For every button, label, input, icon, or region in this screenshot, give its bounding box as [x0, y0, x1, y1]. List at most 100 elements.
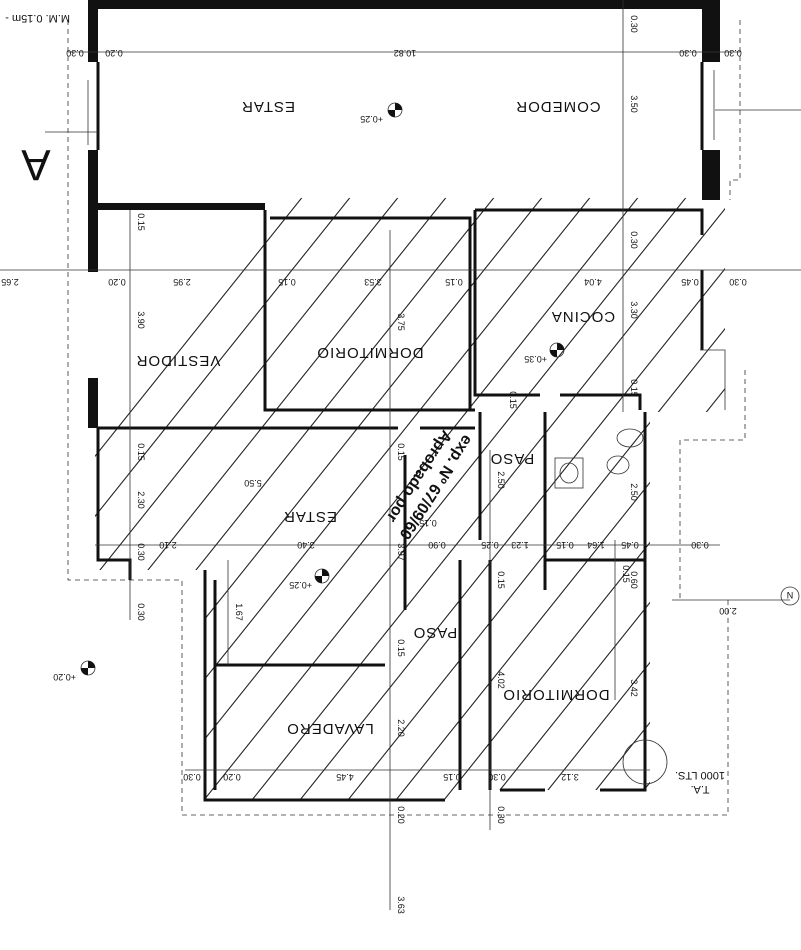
room-label-comedor: COMEDOR — [515, 98, 600, 115]
svg-text:3.75: 3.75 — [396, 313, 406, 331]
svg-text:4.45: 4.45 — [336, 772, 354, 782]
hatch-line — [95, 198, 461, 800]
exterior-walls — [88, 0, 720, 428]
svg-text:0.15: 0.15 — [396, 443, 406, 461]
level-marker-estar-mid: +0.25 — [289, 568, 330, 590]
hatch-line — [659, 198, 725, 800]
room-label-estar-mid: ESTAR — [283, 508, 337, 525]
dimension-lines — [0, 0, 801, 910]
svg-text:0.20: 0.20 — [223, 772, 241, 782]
svg-text:2.20: 2.20 — [396, 719, 406, 737]
hatch-line — [707, 198, 725, 800]
hatch-line — [95, 198, 605, 800]
svg-text:+0.25: +0.25 — [360, 114, 383, 124]
svg-text:1.23: 1.23 — [511, 540, 529, 550]
svg-text:0.15: 0.15 — [496, 571, 506, 589]
svg-text:2.65: 2.65 — [1, 277, 19, 287]
dims-top-row: 0.30 0.20 10.82 0.30 0.30 — [66, 48, 742, 58]
svg-text:0.30: 0.30 — [724, 48, 742, 58]
dims-bottom-vertical: 0.20 0.30 3.63 — [396, 806, 506, 914]
hatch-line — [95, 198, 653, 800]
interior-walls — [87, 62, 726, 802]
svg-text:1.67: 1.67 — [234, 603, 244, 621]
svg-text:3.97: 3.97 — [396, 543, 406, 561]
svg-text:1000 LTS.: 1000 LTS. — [675, 769, 725, 781]
svg-text:0.30: 0.30 — [629, 15, 639, 33]
svg-text:0.15: 0.15 — [445, 277, 463, 287]
level-marker-cocina: +0.35 — [524, 342, 565, 364]
svg-text:0.45: 0.45 — [621, 540, 639, 550]
hatch-line — [611, 198, 725, 800]
dims-top-vertical: 0.30 3.50 0.30 — [629, 15, 639, 249]
hatch-line — [131, 198, 725, 800]
svg-text:N: N — [787, 590, 794, 600]
dim-right-offset: 2.00 — [719, 606, 737, 616]
svg-text:0.15: 0.15 — [508, 391, 518, 409]
svg-text:0.30: 0.30 — [136, 603, 146, 621]
svg-text:0.15: 0.15 — [136, 443, 146, 461]
svg-text:0.90: 0.90 — [428, 540, 446, 550]
level-marker-exterior: +0.20 — [53, 660, 96, 682]
room-label-paso-2: PASO — [413, 624, 458, 641]
svg-text:0.15: 0.15 — [443, 772, 461, 782]
svg-text:0.15: 0.15 — [556, 540, 574, 550]
svg-text:0.30: 0.30 — [183, 772, 201, 782]
hatch-line — [95, 198, 725, 800]
dims-middle-vertical: 0.15 3.90 3.75 3.30 0.15 — [136, 213, 639, 397]
svg-text:0.15: 0.15 — [629, 379, 639, 397]
svg-text:2.95: 2.95 — [173, 277, 191, 287]
dims-middle-row: 2.65 0.20 2.95 0.15 3.53 0.15 4.04 0.45 … — [1, 277, 747, 287]
hatch-line — [95, 198, 725, 800]
room-label-lavadero: LAVADERO — [286, 720, 373, 737]
room-label-cocina: COCINA — [551, 308, 615, 325]
svg-text:0.45: 0.45 — [681, 277, 699, 287]
svg-text:0.30: 0.30 — [629, 231, 639, 249]
svg-text:2.50: 2.50 — [496, 471, 506, 489]
svg-text:3.63: 3.63 — [396, 896, 406, 914]
dims-lower-vertical: 3.97 1.67 0.15 0.15 2.50 2.50 0.15 0.15 … — [234, 391, 639, 737]
hatch-line — [275, 198, 725, 800]
dims-bottom-row: 0.30 0.20 4.45 0.15 0.30 3.12 — [183, 772, 579, 782]
svg-text:0.20: 0.20 — [105, 48, 123, 58]
room-label-estar-top: ESTAR — [241, 98, 295, 115]
room-label-dormitorio-2: DORMITORIO — [502, 686, 609, 703]
hatch-line — [95, 198, 701, 800]
room-label-paso-1: PASO — [490, 450, 535, 467]
room-label-vestidor: VESTIDOR — [136, 352, 221, 369]
svg-text:1.64: 1.64 — [587, 540, 605, 550]
hatch-line — [563, 198, 725, 800]
svg-text:0.30: 0.30 — [136, 543, 146, 561]
svg-text:0.15: 0.15 — [621, 565, 631, 583]
svg-text:0.20: 0.20 — [396, 806, 406, 824]
svg-text:0.15: 0.15 — [278, 277, 296, 287]
property-outline — [67, 20, 746, 816]
hatch-line — [95, 198, 509, 800]
north-arrow: N — [780, 586, 800, 606]
section-mark: A — [21, 140, 51, 189]
bathroom-fixtures — [554, 428, 668, 785]
scale-note: M.M. 0.15m - — [5, 12, 70, 24]
svg-text:+0.25: +0.25 — [289, 580, 312, 590]
svg-text:3.30: 3.30 — [629, 301, 639, 319]
svg-text:2.50: 2.50 — [629, 483, 639, 501]
svg-text:0.30: 0.30 — [679, 48, 697, 58]
dims-estar-vertical: 0.15 2.30 0.30 0.30 0.15 — [136, 443, 406, 621]
svg-text:4.04: 4.04 — [584, 277, 602, 287]
svg-text:0.30: 0.30 — [729, 277, 747, 287]
level-marker-estar-top: +0.25 — [360, 102, 403, 124]
svg-text:0.15: 0.15 — [136, 213, 146, 231]
svg-text:0.25: 0.25 — [481, 540, 499, 550]
hatch-line — [467, 198, 725, 800]
svg-text:2.10: 2.10 — [159, 540, 177, 550]
water-tank-label: T.A. 1000 LTS. — [675, 769, 725, 795]
svg-text:0.60: 0.60 — [629, 571, 639, 589]
hatch-line — [227, 198, 725, 800]
hatch-line — [179, 198, 725, 800]
dim-passage-015: 0.15 — [419, 518, 437, 528]
hatch-line — [515, 198, 725, 800]
svg-text:0.15: 0.15 — [396, 639, 406, 657]
hatch-line — [419, 198, 725, 800]
room-label-dormitorio-1: DORMITORIO — [316, 344, 423, 361]
svg-text:3.90: 3.90 — [136, 311, 146, 329]
svg-text:3.42: 3.42 — [629, 679, 639, 697]
